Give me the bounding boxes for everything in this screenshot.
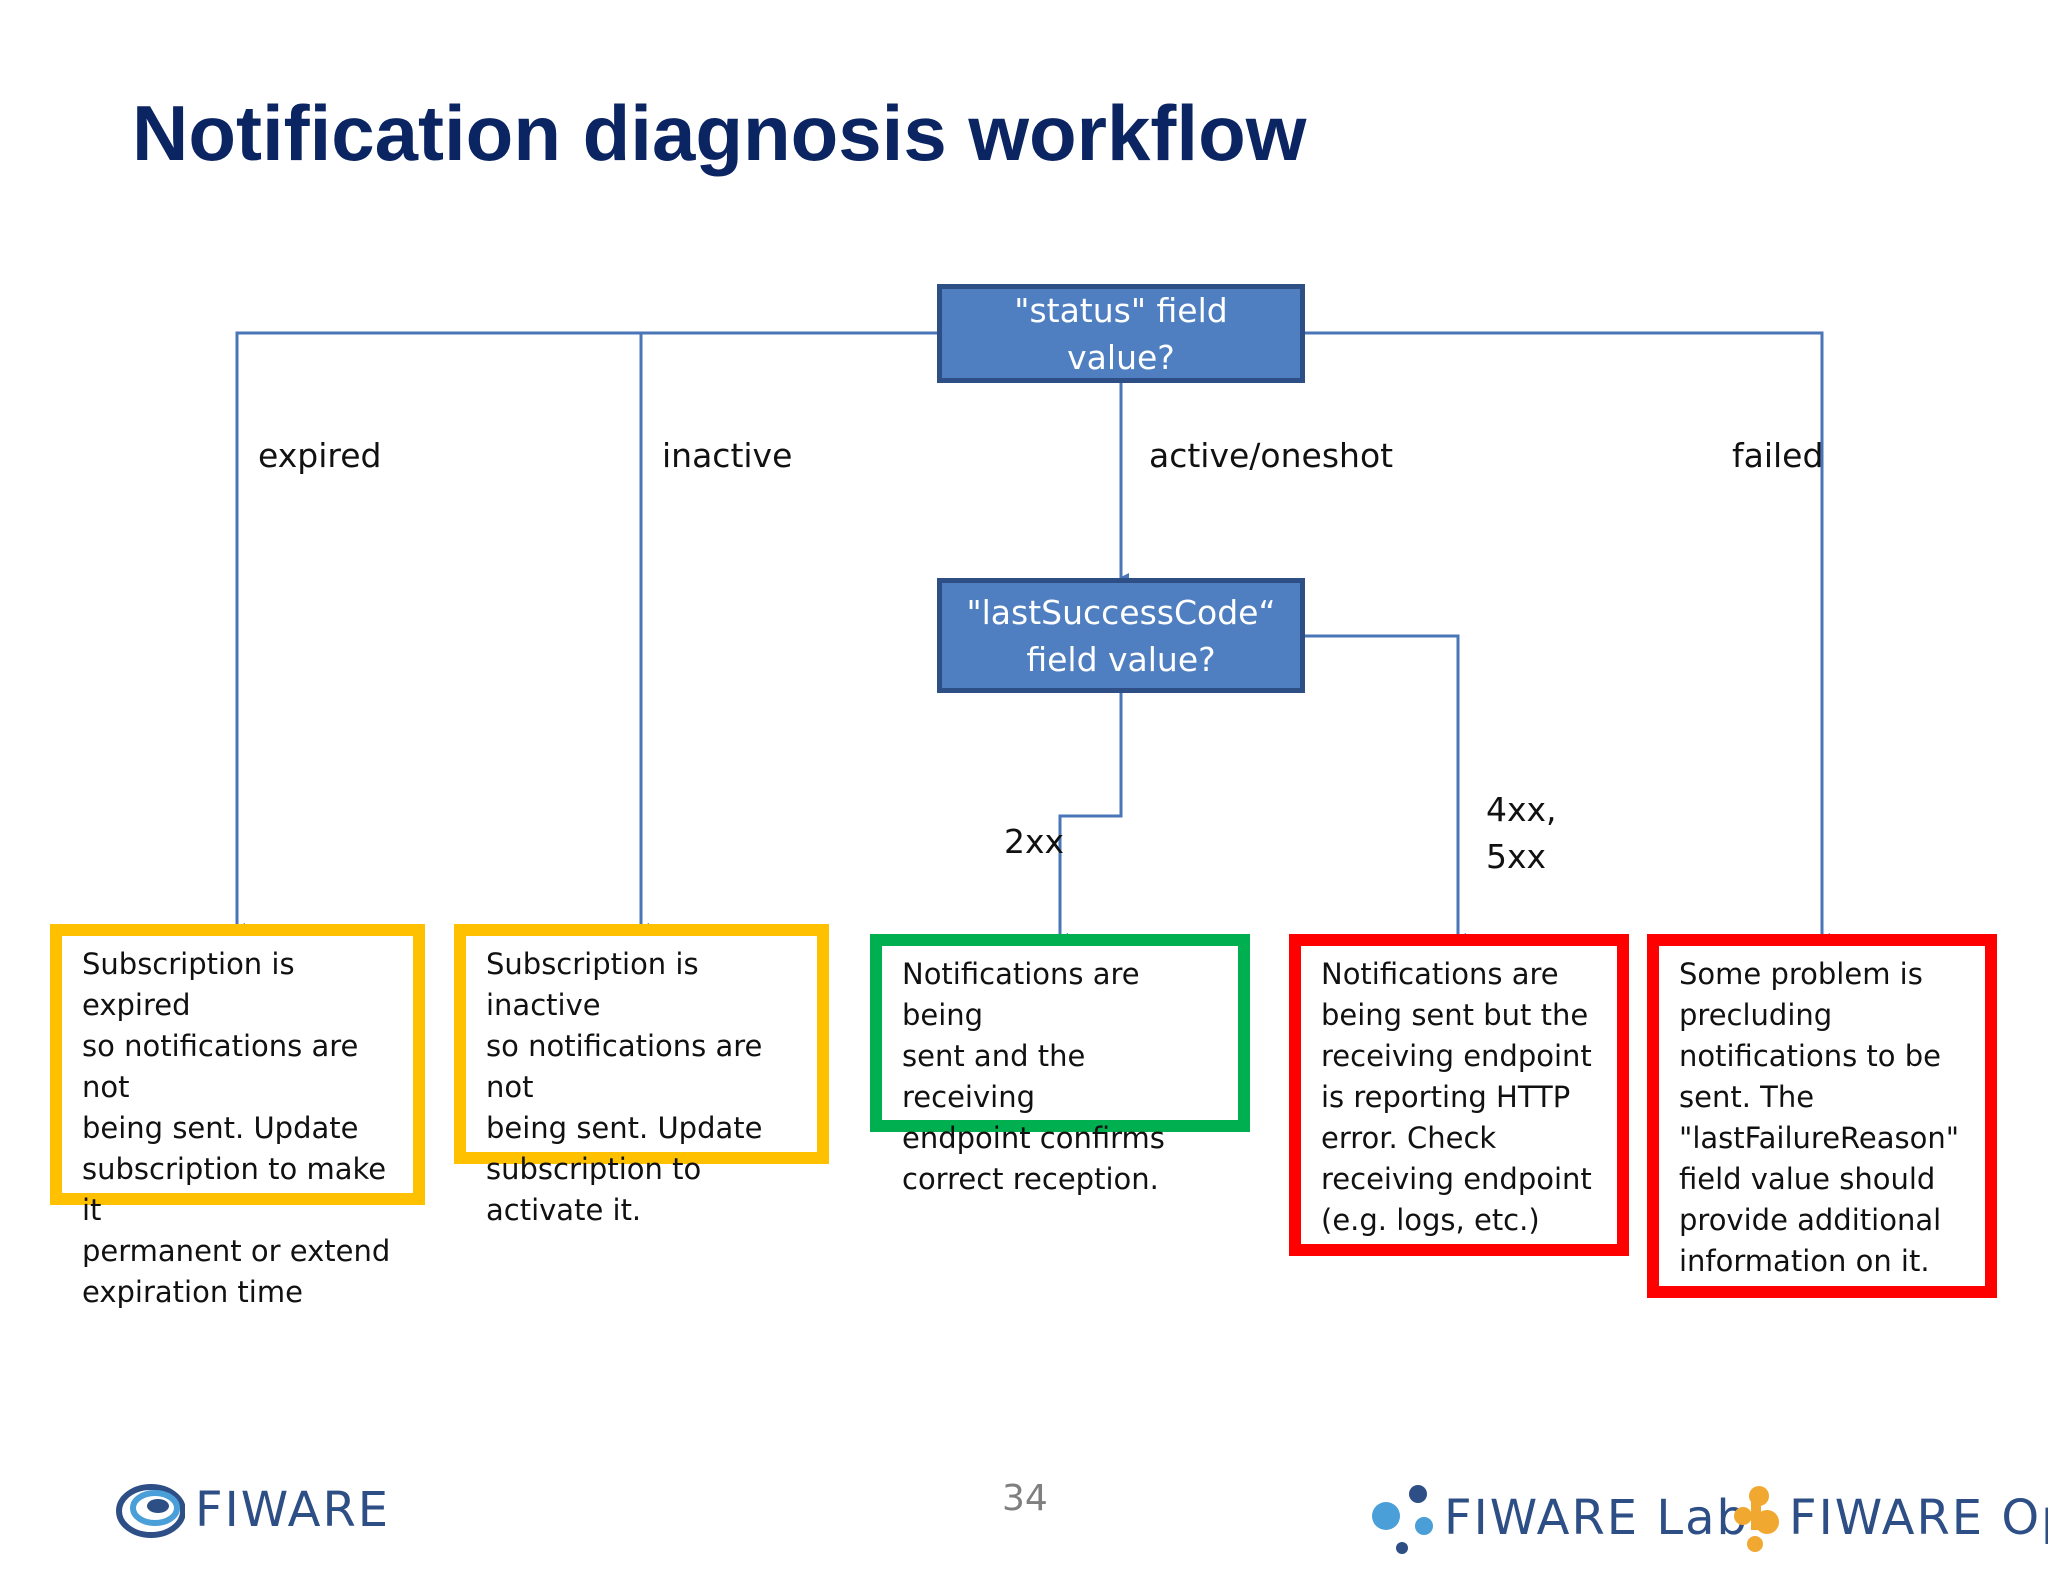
edge-label-inactive: inactive: [662, 436, 793, 475]
outcome-failed-box: Some problem is precluding notifications…: [1647, 934, 1997, 1298]
last-success-code-decision-text: "lastSuccessCode“ field value?: [966, 592, 1276, 679]
fiware-logo-text: FIWARE: [195, 1482, 391, 1538]
page-number: 34: [1002, 1478, 1048, 1519]
fiware-lab-logo-text: FIWARE Lab: [1444, 1490, 1749, 1546]
edge-label-failed: failed: [1732, 436, 1824, 475]
fiware-ops-gear-icon: [1734, 1486, 1779, 1552]
last-success-code-decision-box: "lastSuccessCode“ field value?: [937, 578, 1305, 693]
connector-2xx: [1058, 693, 1123, 943]
status-decision-text: "status" field value?: [1014, 290, 1228, 377]
outcome-http-error-box: Notifications are being sent but the rec…: [1289, 934, 1629, 1256]
edge-label-active-oneshot: active/oneshot: [1149, 436, 1394, 475]
outcome-ok-box: Notifications are being sent and the rec…: [870, 934, 1250, 1196]
outcome-inactive-box: Subscription is inactive so notification…: [454, 924, 829, 1227]
fiware-logo: FIWARE: [115, 1478, 388, 1544]
outcome-expired-box: Subscription is expired so notifications…: [50, 924, 425, 1309]
edge-label-2xx: 2xx: [1004, 822, 1065, 861]
fiware-lab-dots-icon: [1372, 1485, 1433, 1554]
fiware-ops-logo-text: FIWARE Ops: [1789, 1490, 2048, 1546]
fiware-ops-logo: FIWARE Ops: [1725, 1478, 2048, 1558]
fiware-lab-logo: FIWARE Lab: [1366, 1478, 1747, 1558]
fiware-swirl-icon: [116, 1484, 185, 1538]
connector-4xx-5xx: [1305, 634, 1466, 943]
connector-expired: [235, 331, 937, 933]
connector-failed: [1305, 331, 1830, 943]
edge-label-expired: expired: [258, 436, 382, 475]
edge-label-4xx-5xx: 4xx, 5xx: [1486, 790, 1557, 876]
status-decision-box: "status" field value?: [937, 284, 1305, 383]
page-title: Notification diagnosis workflow: [132, 89, 1307, 177]
